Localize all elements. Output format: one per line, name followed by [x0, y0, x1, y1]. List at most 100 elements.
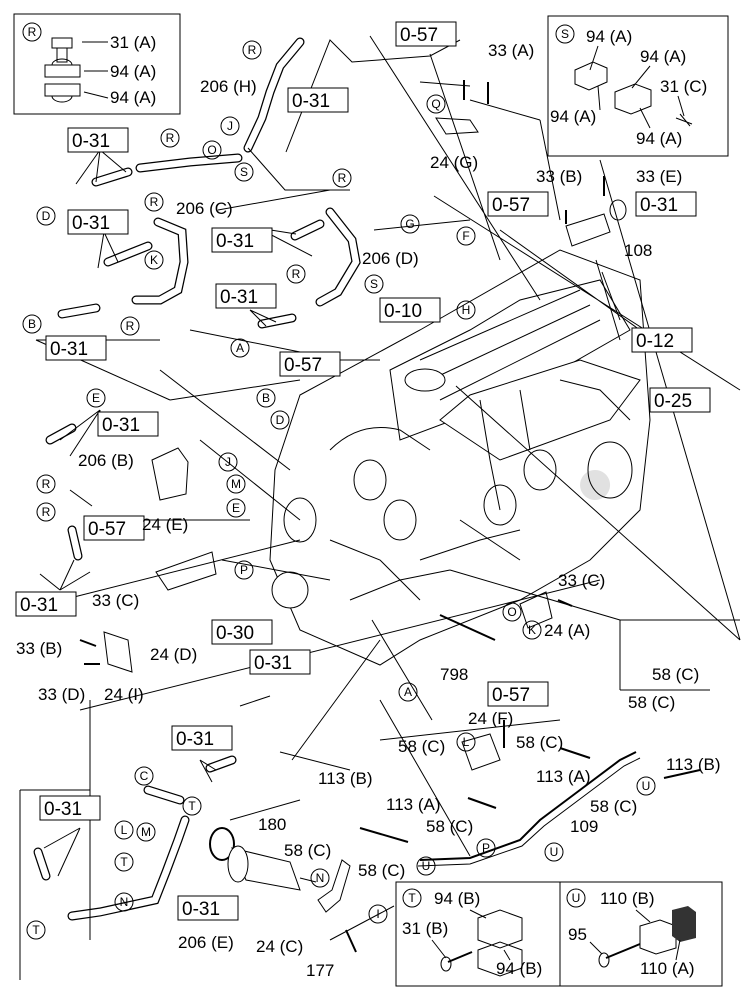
callout: A [230, 338, 250, 358]
ref-box: 0-31 [102, 415, 140, 436]
inset-s-label-3: 94 (A) [550, 107, 596, 126]
svg-text:T: T [120, 855, 128, 869]
svg-text:R: R [150, 195, 159, 209]
inset-r-label-3: 94 (A) [110, 88, 156, 107]
svg-text:K: K [150, 253, 158, 267]
callout: O [502, 602, 522, 622]
svg-text:N: N [120, 895, 129, 909]
callout: R [332, 168, 352, 188]
svg-text:T: T [188, 799, 196, 813]
svg-text:A: A [236, 341, 244, 355]
ref-box: 0-31 [182, 899, 220, 920]
inset-r-frame [13, 13, 181, 115]
svg-text:C: C [140, 769, 149, 783]
callout: T [114, 852, 134, 872]
inset-t-letter: T [408, 891, 416, 905]
clamp-upper-icon [44, 58, 81, 78]
inset-u-label-3: 110 (A) [640, 959, 695, 978]
callout: P [476, 838, 496, 858]
part-labels: 206 (H) 33 (A) 24 (G) 33 (B) 33 (E) 108 … [16, 41, 721, 980]
callouts: R R O J S D R K R B R R R S A Q G F H B … [22, 40, 656, 940]
svg-text:H: H [462, 303, 471, 317]
part-label: 33 (B) [16, 639, 62, 658]
callout: U [544, 842, 564, 862]
callout: K [144, 250, 164, 270]
part-label: 206 (E) [178, 933, 234, 952]
o-ring [209, 827, 235, 861]
svg-text:T: T [32, 923, 40, 937]
part-label: 206 (B) [78, 451, 134, 470]
callout: I [368, 904, 388, 924]
inset-s-label-2: 94 (A) [640, 47, 686, 66]
ref-box: 0-31 [292, 91, 330, 112]
inset-r: R 31 (A) 94 (A) 94 (A) [13, 13, 181, 115]
inset-u-label-1: 110 (B) [600, 889, 655, 908]
part-label: 113 (B) [666, 755, 721, 774]
reference-boxes: 0-31 0-57 0-31 0-57 0-31 0-31 0-31 0-31 … [15, 21, 711, 921]
callout: D [36, 206, 56, 226]
callout: J [218, 452, 238, 472]
svg-text:K: K [528, 623, 536, 637]
part-label: 113 (A) [386, 795, 441, 814]
ref-box: 0-31 [72, 131, 110, 152]
clamp-t-upper-icon [477, 909, 523, 949]
inset-s-letter: S [561, 27, 569, 41]
callout: M [226, 474, 246, 494]
callout: E [86, 388, 106, 408]
part-label: 109 [570, 817, 598, 836]
callout: R [160, 128, 180, 148]
svg-text:S: S [370, 277, 378, 291]
callout: L [456, 732, 476, 752]
svg-text:F: F [462, 229, 469, 243]
bolt-icon [51, 37, 73, 63]
callout: Q [426, 94, 446, 114]
callout: A [398, 682, 418, 702]
callout: B [22, 314, 42, 334]
bolt-icon-t [447, 951, 473, 963]
part-label: 180 [258, 815, 286, 834]
part-label: 24 (C) [256, 937, 303, 956]
clamp-u-a-icon [672, 906, 696, 942]
svg-text:S: S [240, 165, 248, 179]
inset-r-letter: R [28, 25, 37, 39]
dipstick [439, 614, 496, 641]
callout: E [226, 498, 246, 518]
inset-t-label-1: 94 (B) [434, 889, 480, 908]
inset-u-label-2: 95 [568, 925, 587, 944]
callout: S [364, 274, 384, 294]
part-label: 206 (D) [362, 249, 419, 268]
ref-box: 0-31 [176, 729, 214, 750]
callout: U [416, 856, 436, 876]
callout: P [234, 560, 254, 580]
svg-text:R: R [42, 477, 51, 491]
ref-box: 0-31 [220, 287, 258, 308]
callout: N [114, 892, 134, 912]
rocker-cover [389, 279, 631, 441]
intake-manifold [439, 359, 641, 461]
svg-text:R: R [248, 43, 257, 57]
svg-text:O: O [207, 143, 216, 157]
callout: G [400, 214, 420, 234]
part-label: 33 (E) [636, 167, 682, 186]
inset-r-label-1: 31 (A) [110, 33, 156, 52]
bolt-icon-s [675, 113, 693, 127]
svg-text:J: J [225, 455, 231, 469]
svg-text:B: B [28, 317, 36, 331]
callout: O [202, 140, 222, 160]
ref-box: 0-31 [44, 799, 82, 820]
ref-box: 0-57 [492, 685, 530, 706]
callout: R [242, 40, 262, 60]
part-label: 58 (C) [628, 693, 675, 712]
part-label: 33 (A) [488, 41, 534, 60]
part-label: 206 (C) [176, 199, 233, 218]
svg-text:N: N [316, 871, 325, 885]
part-label: 33 (C) [92, 591, 139, 610]
part-label: 58 (C) [590, 797, 637, 816]
part-label: 24 (F) [468, 709, 513, 728]
callout: K [522, 620, 542, 640]
svg-text:E: E [232, 501, 240, 515]
part-label: 177 [306, 961, 334, 980]
svg-text:R: R [166, 131, 175, 145]
callout: R [36, 474, 56, 494]
